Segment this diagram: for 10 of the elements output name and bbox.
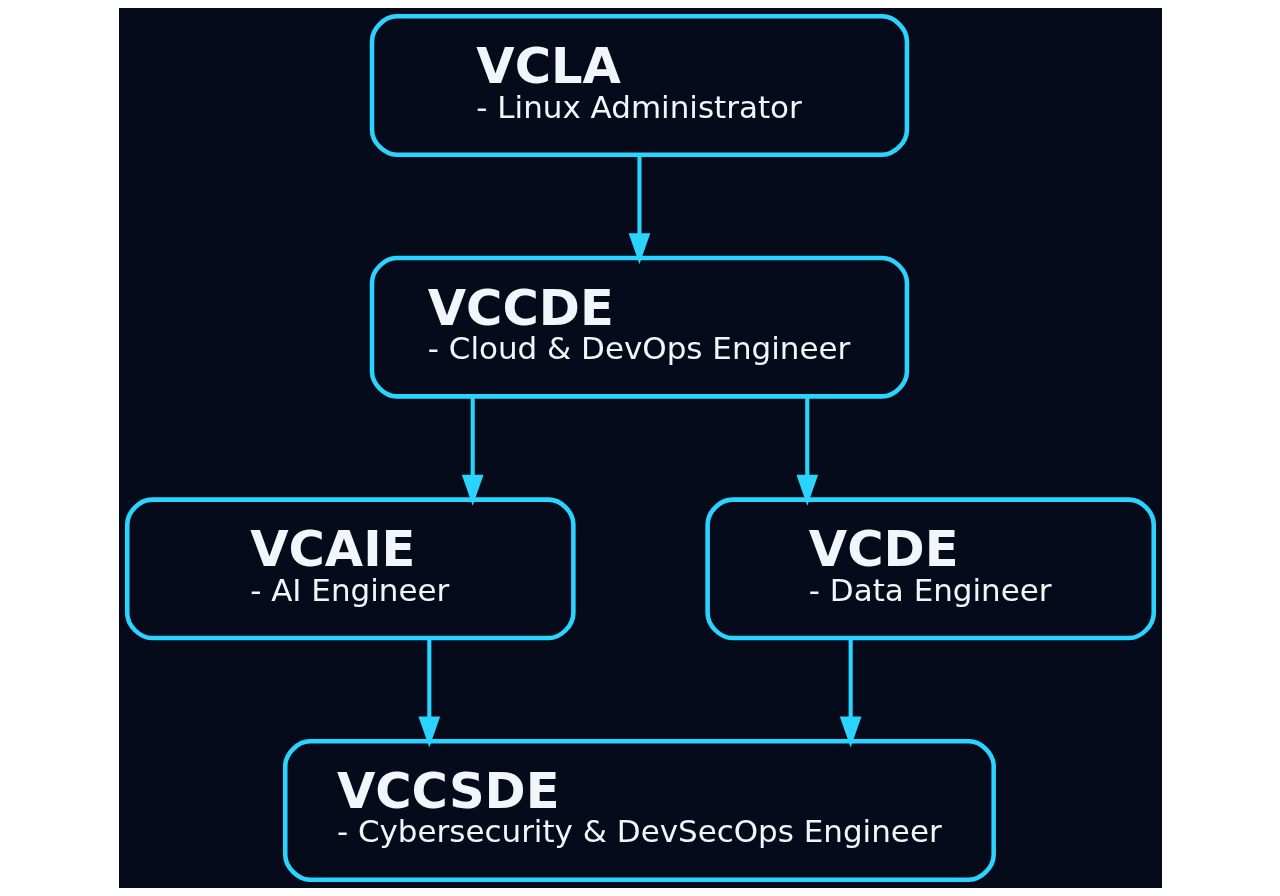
node-box: VCLA - Linux Administrator [369, 14, 909, 157]
node-box: VCAIE - AI Engineer [124, 497, 576, 641]
arrow [628, 154, 650, 265]
node-box: VCCDE - Cloud & DevOps Engineer [369, 255, 909, 399]
node-box: VCDE - Data Engineer [704, 497, 1156, 641]
arrow [795, 396, 818, 506]
arrow [417, 638, 440, 748]
arrow [839, 638, 861, 748]
arrow [461, 396, 484, 506]
node-box: VCCSDE - Cybersecurity & DevSecOps Engineer [282, 739, 996, 882]
